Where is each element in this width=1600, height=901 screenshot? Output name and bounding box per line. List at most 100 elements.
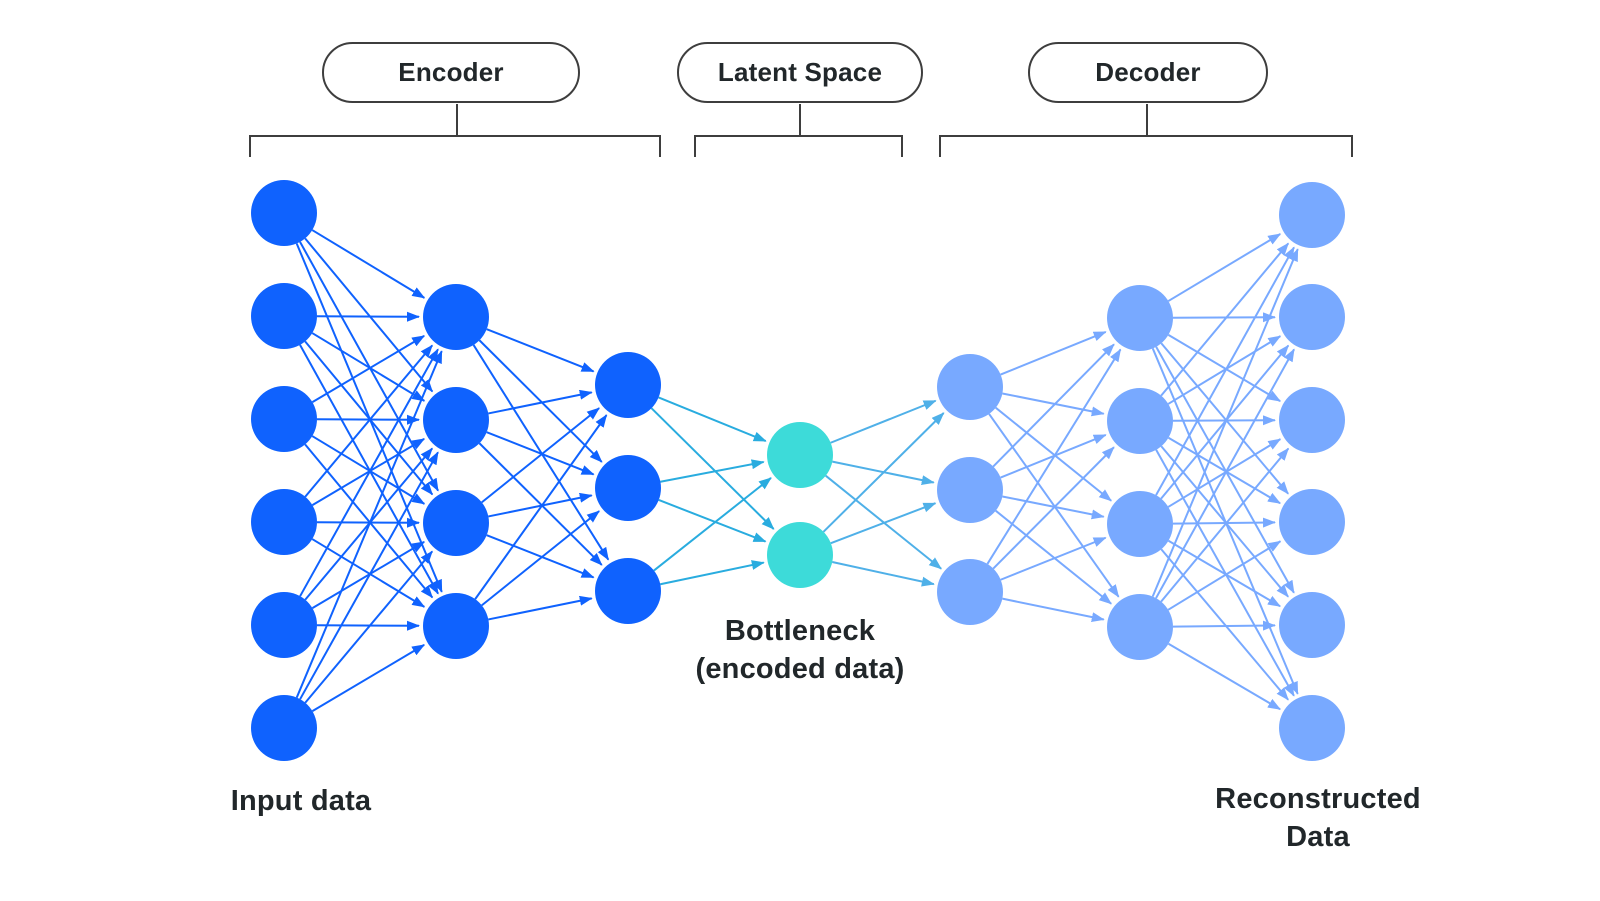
- bracket-line: [939, 135, 1353, 157]
- connection-edge: [304, 344, 433, 498]
- connection-edge: [304, 237, 434, 393]
- encoder-pill: Encoder: [322, 42, 580, 103]
- input-layer-node: [251, 283, 317, 349]
- connection-edge: [1155, 348, 1295, 599]
- bottleneck-label-line1: Bottleneck: [724, 615, 876, 647]
- connection-edge: [1172, 620, 1277, 631]
- connection-edge: [658, 396, 767, 442]
- connection-edge: [1167, 333, 1282, 402]
- connection-edge: [311, 435, 426, 505]
- connection-edges: [295, 229, 1299, 713]
- input-data-label-text: Input data: [230, 785, 372, 817]
- input-layer-node: [251, 489, 317, 555]
- connection-edge: [474, 414, 608, 600]
- connection-edge: [316, 311, 421, 322]
- connection-edge: [1160, 445, 1289, 598]
- bottleneck-label: Bottleneck (encoded data): [650, 612, 950, 688]
- output-layer-node: [1279, 695, 1345, 761]
- connection-edge: [1167, 335, 1282, 405]
- connection-edge: [1000, 536, 1107, 581]
- connection-edge: [481, 510, 600, 607]
- connection-edge: [1172, 517, 1277, 528]
- connection-edge: [488, 492, 593, 518]
- connection-edge: [830, 399, 937, 444]
- input-layer-node: [251, 180, 317, 246]
- connection-edge: [311, 335, 426, 404]
- connection-edge: [995, 509, 1112, 605]
- connection-edge: [830, 502, 937, 545]
- decoder-hidden-1-node: [937, 559, 1003, 625]
- encoder-hidden-1-node: [423, 387, 489, 453]
- bracket-line: [249, 135, 661, 157]
- connection-edge: [299, 451, 439, 700]
- connection-edge: [1002, 597, 1105, 623]
- connection-edge: [1000, 330, 1107, 376]
- encoder-hidden-1-node: [423, 593, 489, 659]
- connection-edge: [488, 595, 593, 621]
- input-layer-node: [251, 592, 317, 658]
- connection-edge: [992, 446, 1115, 570]
- connection-edge: [1172, 312, 1277, 323]
- connection-edge: [650, 407, 775, 530]
- connection-edge: [488, 389, 593, 415]
- connection-edge: [316, 517, 421, 528]
- connection-edge: [1172, 415, 1277, 426]
- input-data-label: Input data: [201, 782, 401, 820]
- connection-edge: [1002, 392, 1105, 417]
- connection-edge: [660, 560, 765, 586]
- connection-edge: [481, 407, 600, 504]
- connection-edge: [1160, 342, 1289, 495]
- connection-edge: [311, 438, 426, 507]
- connection-edge: [311, 538, 426, 608]
- reconstructed-data-label-line2: Data: [1286, 821, 1350, 853]
- connection-edge: [316, 620, 421, 631]
- connection-edge: [1155, 346, 1295, 594]
- connection-edge: [986, 348, 1122, 565]
- connection-edge: [478, 442, 603, 566]
- connection-edge: [304, 443, 434, 599]
- connection-edge: [660, 459, 765, 483]
- connection-edge: [1155, 246, 1295, 496]
- reconstructed-data-label-line1: Reconstructed: [1215, 783, 1421, 815]
- connection-edge: [311, 541, 426, 610]
- connection-edge: [1155, 449, 1295, 697]
- connection-edge: [311, 332, 426, 402]
- input-layer-node: [251, 386, 317, 452]
- input-layer-node: [251, 695, 317, 761]
- encoder-hidden-2-node: [595, 455, 661, 521]
- connection-edge: [316, 414, 421, 425]
- connection-edge: [1167, 642, 1281, 711]
- output-layer-node: [1279, 489, 1345, 555]
- encoder-hidden-1-node: [423, 490, 489, 556]
- connection-edge: [1167, 233, 1282, 302]
- decoder-hidden-2-node: [1107, 594, 1173, 660]
- neuron-nodes: [251, 180, 1345, 761]
- connection-edge: [1167, 436, 1281, 505]
- latent-space-pill-label: Latent Space: [717, 57, 883, 87]
- reconstructed-data-label: Reconstructed Data: [1168, 780, 1468, 856]
- connection-edge: [486, 534, 595, 579]
- connection-edge: [295, 350, 443, 698]
- decoder-hidden-1-node: [937, 457, 1003, 523]
- output-layer-node: [1279, 182, 1345, 248]
- connection-edge: [304, 340, 434, 496]
- connection-edge: [1167, 539, 1281, 608]
- connection-edge: [311, 229, 426, 299]
- decoder-hidden-1-node: [937, 354, 1003, 420]
- output-layer-node: [1279, 592, 1345, 658]
- connection-edge: [658, 499, 767, 543]
- connection-edge: [1167, 540, 1282, 611]
- connection-edge: [486, 328, 595, 373]
- connection-edge: [995, 406, 1112, 502]
- connection-edge: [832, 561, 935, 587]
- bracket-line: [694, 135, 903, 157]
- output-layer-node: [1279, 387, 1345, 453]
- connection-edge: [1151, 248, 1299, 597]
- connection-edge: [304, 550, 433, 704]
- connection-edge: [486, 431, 595, 476]
- encoder-pill-label: Encoder: [398, 57, 504, 87]
- latent-space-pill: Latent Space: [677, 42, 923, 103]
- connection-edge: [1160, 447, 1290, 603]
